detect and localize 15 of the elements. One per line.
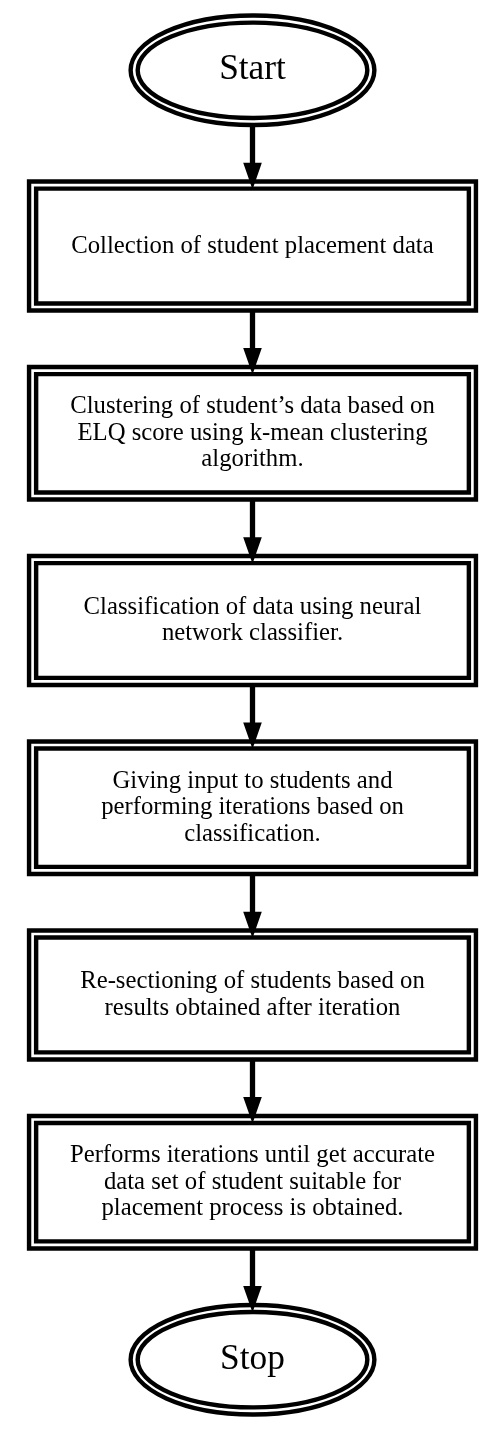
node-ellipse: Start [127, 13, 377, 128]
node-box: Re-sectioning of students based on results obtained after iteration [26, 928, 478, 1062]
node-box: Performs iterations until get accurate data set of student suitable for placement process is obtained. [26, 1113, 478, 1251]
node-box: Collection of student placement data [26, 179, 478, 313]
arrow [242, 125, 262, 190]
node-ellipse: Stop [127, 1302, 377, 1417]
arrow [242, 310, 262, 375]
arrow [242, 1059, 262, 1124]
arrow [242, 499, 262, 564]
arrow [242, 1248, 262, 1313]
node-box: Giving input to students and performing iterations based on classification. [26, 739, 478, 877]
arrow [242, 874, 262, 939]
arrow [242, 684, 262, 750]
node-box: Clustering of student’s data based on ELQ score using k-mean clustering algorithm. [26, 364, 478, 502]
node-box: Classification of data using neural network classifier. [26, 553, 478, 688]
